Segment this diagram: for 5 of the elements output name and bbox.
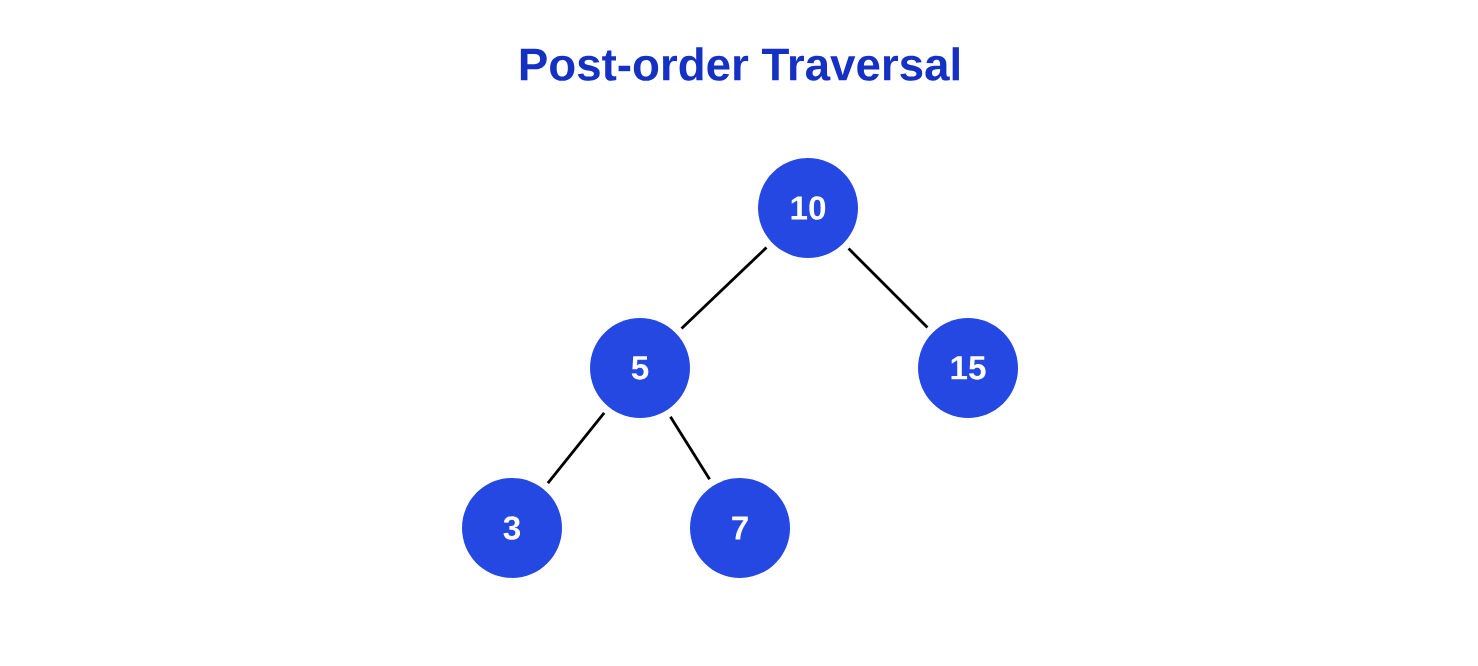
title: Post-order Traversal <box>520 47 959 81</box>
tree-edge <box>847 247 929 329</box>
tree-edge <box>546 411 606 485</box>
tree-edge <box>680 246 768 330</box>
tree-edge <box>669 415 711 481</box>
